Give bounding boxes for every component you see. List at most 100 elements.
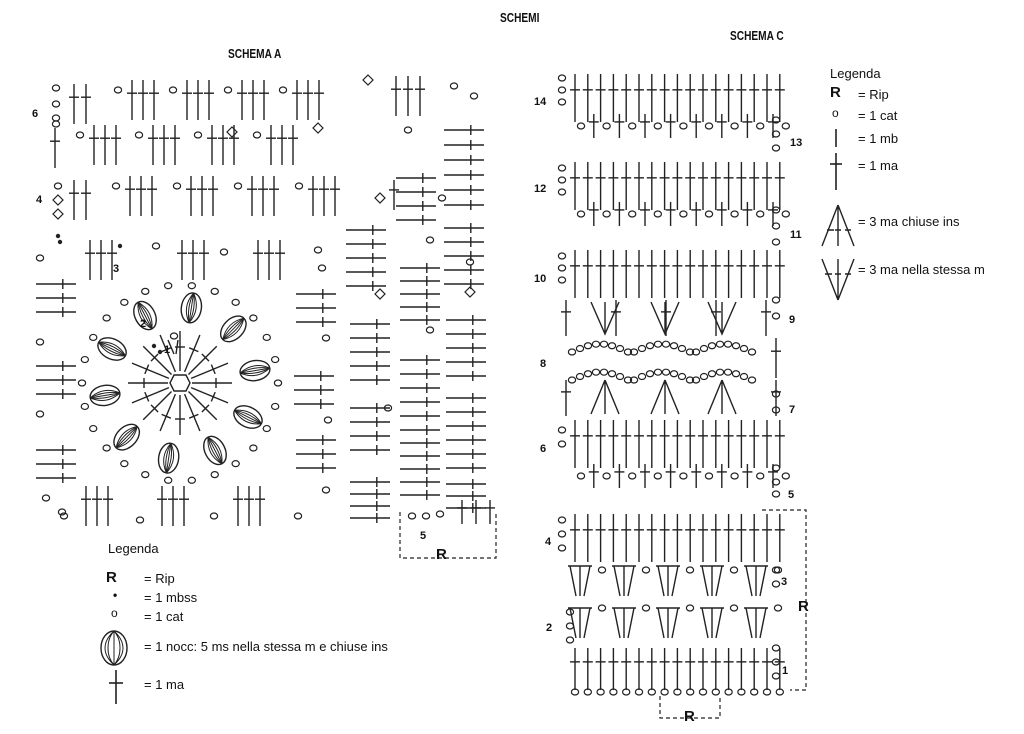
double-crochet-symbol	[710, 74, 721, 122]
chain-stitch-symbol	[771, 672, 781, 680]
double-crochet-symbol	[175, 395, 185, 435]
chain-stitch-symbol	[623, 376, 633, 384]
double-crochet-symbol	[761, 300, 771, 336]
double-crochet-symbol	[446, 435, 486, 445]
double-crochet-symbol	[634, 74, 644, 122]
chain-stitch-symbol	[383, 404, 393, 412]
chain-stitch-symbol	[669, 342, 679, 350]
double-crochet-symbol	[611, 300, 621, 336]
double-crochet-symbol	[723, 420, 734, 468]
double-crochet-symbol	[646, 250, 657, 298]
chain-stitch-symbol	[557, 98, 567, 106]
chain-stitch-symbol	[707, 370, 717, 378]
double-crochet-symbol	[621, 648, 632, 690]
repeat-bracket-symbol	[659, 696, 721, 719]
chain-stitch-symbol	[53, 182, 63, 190]
double-crochet-symbol	[346, 253, 386, 263]
double-crochet-symbol	[36, 473, 76, 483]
double-crochet-symbol	[36, 459, 76, 469]
chain-stitch-symbol	[575, 344, 585, 353]
double-crochet-symbol	[672, 514, 683, 562]
double-crochet-symbol	[350, 477, 390, 487]
chain-stitch-symbol	[653, 368, 663, 376]
double-crochet-symbol	[736, 514, 747, 562]
double-crochet-symbol	[314, 80, 324, 120]
double-crochet-symbol	[608, 420, 619, 468]
chain-stitch-symbol	[771, 464, 781, 472]
dc3tog-symbol	[568, 607, 592, 639]
schema-c-row-label: 9	[789, 314, 796, 326]
chain-stitch-symbol	[747, 376, 757, 384]
double-crochet-symbol	[400, 369, 440, 379]
chain-stitch-symbol	[576, 210, 586, 218]
legend-item-text: = Rip	[858, 87, 889, 102]
double-crochet-symbol	[275, 240, 285, 280]
double-crochet-symbol	[396, 215, 436, 225]
double-crochet-symbol	[218, 125, 228, 165]
legend-title: Legenda	[830, 66, 881, 81]
schema-c-row-label: 12	[534, 183, 547, 195]
chain-stitch-symbol	[637, 372, 647, 381]
chain-stitch-symbol	[599, 340, 609, 348]
picot-diamond-symbol	[374, 192, 386, 204]
double-crochet-symbol	[698, 162, 708, 210]
chain-stitch-symbol	[35, 338, 45, 346]
chain-stitch-symbol	[771, 206, 781, 214]
chain-stitch-symbol	[576, 122, 586, 130]
double-crochet-symbol	[588, 114, 599, 138]
double-crochet-symbol	[723, 162, 734, 210]
double-crochet-symbol	[81, 180, 91, 220]
chain-stitch-symbol	[756, 210, 765, 218]
chain-stitch-symbol	[567, 376, 577, 384]
double-crochet-symbol	[595, 74, 606, 122]
chain-stitch-symbol	[323, 416, 333, 424]
double-crochet-symbol	[36, 361, 76, 371]
chain-stitch-symbol	[294, 182, 304, 190]
double-crochet-symbol	[50, 128, 60, 168]
chain-stitch-symbol	[435, 510, 445, 518]
double-crochet-symbol	[774, 74, 785, 122]
double-crochet-symbol	[621, 74, 632, 122]
chain-stitch-symbol	[565, 622, 575, 630]
chain-stitch-symbol	[141, 287, 150, 295]
double-crochet-symbol	[244, 486, 254, 526]
double-crochet-symbol	[350, 513, 390, 523]
chain-stitch-symbol	[252, 131, 262, 139]
double-crochet-symbol	[634, 420, 644, 468]
chain-stitch-symbol	[653, 122, 663, 130]
double-crochet-symbol	[36, 307, 76, 317]
chain-stitch-symbol	[660, 688, 669, 696]
chain-stitch-symbol	[111, 182, 121, 190]
double-crochet-symbol	[346, 281, 386, 291]
double-crochet-symbol	[762, 648, 772, 690]
double-crochet-symbol	[396, 187, 436, 197]
double-crochet-symbol	[749, 74, 760, 122]
schema-c-row-label: 10	[534, 273, 547, 285]
chain-stitch-symbol	[35, 410, 45, 418]
legend-item-text: = Rip	[144, 571, 175, 586]
double-crochet-symbol	[685, 74, 696, 122]
chain-stitch-symbol	[685, 566, 695, 574]
chain-stitch-symbol	[773, 604, 783, 612]
chain-stitch-symbol	[570, 688, 580, 696]
chain-stitch-symbol	[731, 370, 741, 378]
dc3tog-icon	[821, 204, 855, 247]
chain-stitch-symbol	[80, 402, 90, 411]
double-crochet-symbol	[736, 648, 747, 690]
double-crochet-symbol	[749, 514, 760, 562]
double-crochet-symbol	[595, 420, 606, 468]
double-crochet-symbol	[69, 84, 79, 124]
chain-stitch-symbol	[707, 342, 717, 350]
chain-stitch-symbol	[141, 471, 150, 479]
chain-stitch-symbol	[223, 86, 233, 94]
double-crochet-symbol	[400, 425, 440, 435]
chain-stitch-symbol	[597, 604, 607, 612]
schema-c-title: SCHEMA C	[730, 28, 784, 43]
double-crochet-symbol	[303, 80, 313, 120]
dc3tog-symbol	[590, 301, 620, 336]
chain-stitch-symbol	[557, 188, 567, 196]
double-crochet-symbol	[444, 155, 484, 165]
chain-stitch-symbol	[685, 604, 695, 612]
double-crochet-symbol	[288, 125, 298, 165]
double-crochet-symbol	[400, 411, 440, 421]
